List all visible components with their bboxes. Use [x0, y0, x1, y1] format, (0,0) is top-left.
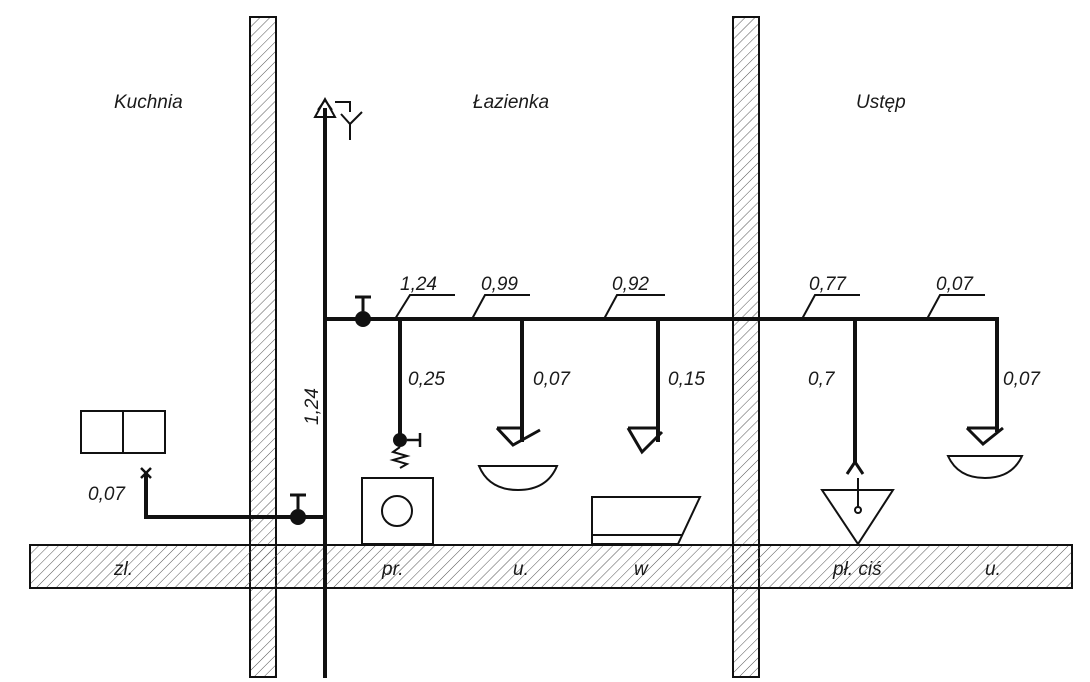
main-valve-icon	[355, 295, 371, 327]
flow-leader-main-5	[926, 294, 985, 320]
fixture-label-washer: pr.	[381, 559, 403, 580]
fixture-label-basin-bath: u.	[513, 559, 529, 580]
kitchen-valve-icon	[290, 493, 306, 525]
flow-label-main-1: 1,24	[400, 274, 437, 295]
flush-valve-icon	[820, 478, 895, 546]
flow-leader-main-2	[471, 294, 530, 320]
tap-icon-basin-bath	[495, 426, 541, 447]
fixture-label-bath: w	[634, 559, 649, 580]
flow-label-drop-bath: 0,15	[668, 369, 705, 390]
fixture-label-flush-valve: pł. ciś	[832, 559, 882, 580]
room-label-toilet: Ustęp	[856, 92, 906, 113]
room-label-kitchen: Kuchnia	[114, 92, 183, 113]
bathtub-icon	[591, 496, 702, 545]
flow-leader-main-3	[603, 294, 665, 320]
flow-label-sink: 0,07	[88, 484, 126, 505]
flow-leader-main-1	[394, 294, 455, 320]
flow-label-drop-basin-toilet: 0,07	[1003, 369, 1041, 390]
flush-arrow-icon	[845, 459, 865, 475]
flow-label-drop-basin-bath: 0,07	[533, 369, 571, 390]
flow-label-drop-flush: 0,7	[808, 369, 836, 390]
room-label-bathroom: Łazienka	[473, 92, 549, 113]
riser-top-symbol	[313, 96, 363, 140]
sink-tap-icon	[140, 467, 152, 479]
floor-slab	[29, 544, 1073, 589]
fixture-label-sink: zl.	[113, 559, 133, 580]
flow-label-riser: 1,24	[302, 388, 323, 425]
washbasin-toilet-icon	[946, 455, 1024, 480]
tap-icon-bath	[626, 426, 664, 455]
fixture-label-basin-toilet: u.	[985, 559, 1001, 580]
washbasin-bath-icon	[477, 465, 559, 492]
flow-label-main-3: 0,92	[612, 274, 649, 295]
flow-leader-main-4	[801, 294, 860, 320]
kitchen-sink-icon	[80, 410, 166, 454]
washer-valve-icon	[389, 433, 422, 469]
flow-label-main-5: 0,07	[936, 274, 974, 295]
tap-icon-basin-toilet	[965, 426, 1004, 447]
flow-label-main-4: 0,77	[809, 274, 847, 295]
flow-label-drop-washer: 0,25	[408, 369, 445, 390]
flow-label-main-2: 0,99	[481, 274, 518, 295]
washing-machine-icon	[361, 477, 434, 545]
